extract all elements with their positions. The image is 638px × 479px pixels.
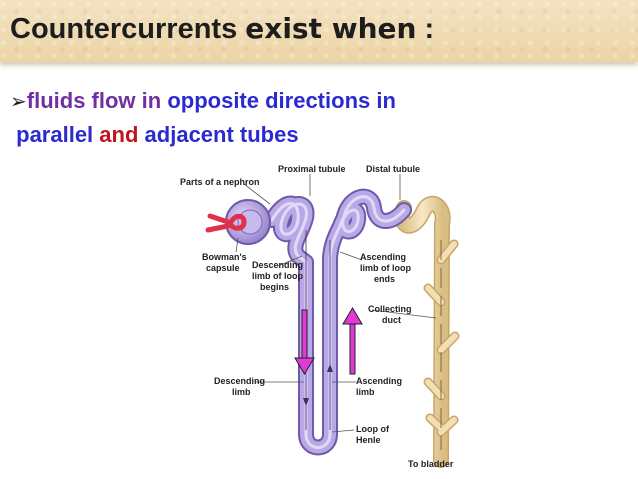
label-desc-limb-1: Descending [214,376,265,386]
slide-title: Countercurrents exist when : [10,12,434,46]
label-desc-begins-1: Descending [252,260,303,270]
label-to-bladder: To bladder [408,459,454,469]
bullet-text-4: and [99,122,139,147]
label-proximal-tubule: Proximal tubule [278,164,346,174]
label-desc-limb-2: limb [232,387,251,397]
label-bowmans-2: capsule [206,263,240,273]
bullet-arrow-icon: ➢ [10,89,27,113]
label-collecting-2: duct [382,315,401,325]
leader-lines [235,174,437,433]
label-bowmans-1: Bowman's [202,252,247,262]
bullet-text-3: parallel [16,122,94,147]
nephron-tubule [264,188,412,456]
title-part-1: Countercurrents [10,13,238,45]
nephron-diagram: Parts of a nephron Proximal tubule Dista… [180,164,460,469]
bullet-text-5: adjacent tubes [144,122,299,147]
flow-arrow-down [294,309,315,375]
bullet-text-2: opposite directions in [167,88,396,113]
label-collecting-1: Collecting [368,304,412,314]
label-loop-2: Henle [356,435,381,445]
label-asc-limb-1: Ascending [356,376,402,386]
title-colon: : [424,13,435,45]
label-asc-ends-2: limb of loop [360,263,411,273]
bullet-text-1: fluids flow in [26,88,162,113]
title-part-2: exist when [245,12,417,45]
label-desc-begins-3: begins [260,282,289,292]
label-asc-ends-1: Ascending [360,252,406,262]
label-desc-begins-2: limb of loop [252,271,303,281]
label-loop-1: Loop of [356,424,390,434]
label-parts-of-nephron: Parts of a nephron [180,177,260,187]
title-bar: Countercurrents exist when : [0,0,638,62]
bowmans-capsule [205,199,271,245]
flow-arrow-up [342,307,363,375]
collecting-duct [393,196,460,468]
label-asc-ends-3: ends [374,274,395,284]
label-distal-tubule: Distal tubule [366,164,420,174]
label-asc-limb-2: limb [356,387,375,397]
bullet-point: ➢fluids flow in opposite directions in p… [10,84,610,152]
